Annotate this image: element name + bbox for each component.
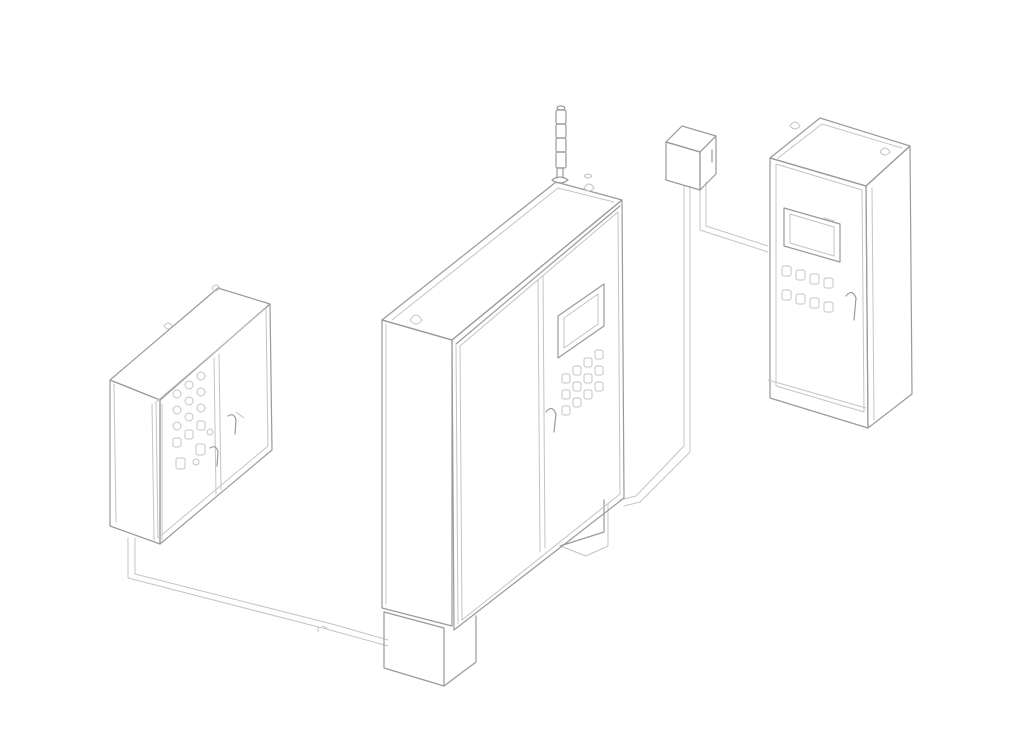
left-enclosure-lug-1 (163, 322, 173, 330)
signal-tower-base (551, 176, 569, 184)
center-cabinet (381, 105, 625, 687)
signal-tier-1 (555, 151, 567, 169)
conduit-left-line (127, 537, 389, 647)
right-hmi-display (783, 207, 841, 263)
signal-tier-4 (555, 109, 567, 125)
center-cabinet-side (381, 319, 453, 627)
left-door-split (213, 353, 222, 495)
signal-tier-3 (555, 123, 567, 139)
right-cabinet-top (769, 117, 911, 187)
center-lug-2 (583, 183, 595, 192)
center-plinth-front (383, 611, 445, 687)
center-lug-1 (409, 314, 423, 325)
center-cabinet-buttons (561, 349, 604, 416)
signal-tower (551, 105, 593, 184)
right-handle (845, 291, 857, 321)
right-lug-2 (879, 147, 891, 156)
left-enclosure-buttons (172, 371, 214, 470)
conduit-junction-to-right (699, 181, 769, 253)
signal-tier-2 (555, 137, 567, 153)
left-enclosure-front (159, 303, 273, 545)
left-enclosure (109, 284, 273, 545)
junction-box-front (665, 141, 701, 191)
conduit-center-to-junction (619, 185, 691, 507)
right-cabinet-buttons (781, 265, 834, 313)
center-door-split (537, 275, 546, 553)
conduit-left-to-center (127, 537, 389, 647)
right-lug-1 (789, 121, 801, 130)
center-plinth-rear (559, 499, 605, 547)
center-cabinet-front (451, 199, 625, 631)
right-cabinet-side (865, 145, 913, 429)
center-handle (545, 407, 557, 433)
left-enclosure-top (109, 287, 271, 401)
junction-box-top (665, 125, 717, 153)
junction-box (665, 125, 717, 191)
center-cabinet-top (381, 181, 623, 341)
left-handle-1 (209, 446, 219, 467)
junction-box-side (699, 135, 717, 191)
left-enclosure-lug-2 (211, 284, 221, 292)
center-hmi-display (557, 283, 605, 359)
right-cabinet (767, 117, 913, 429)
left-handle-2 (227, 414, 237, 435)
